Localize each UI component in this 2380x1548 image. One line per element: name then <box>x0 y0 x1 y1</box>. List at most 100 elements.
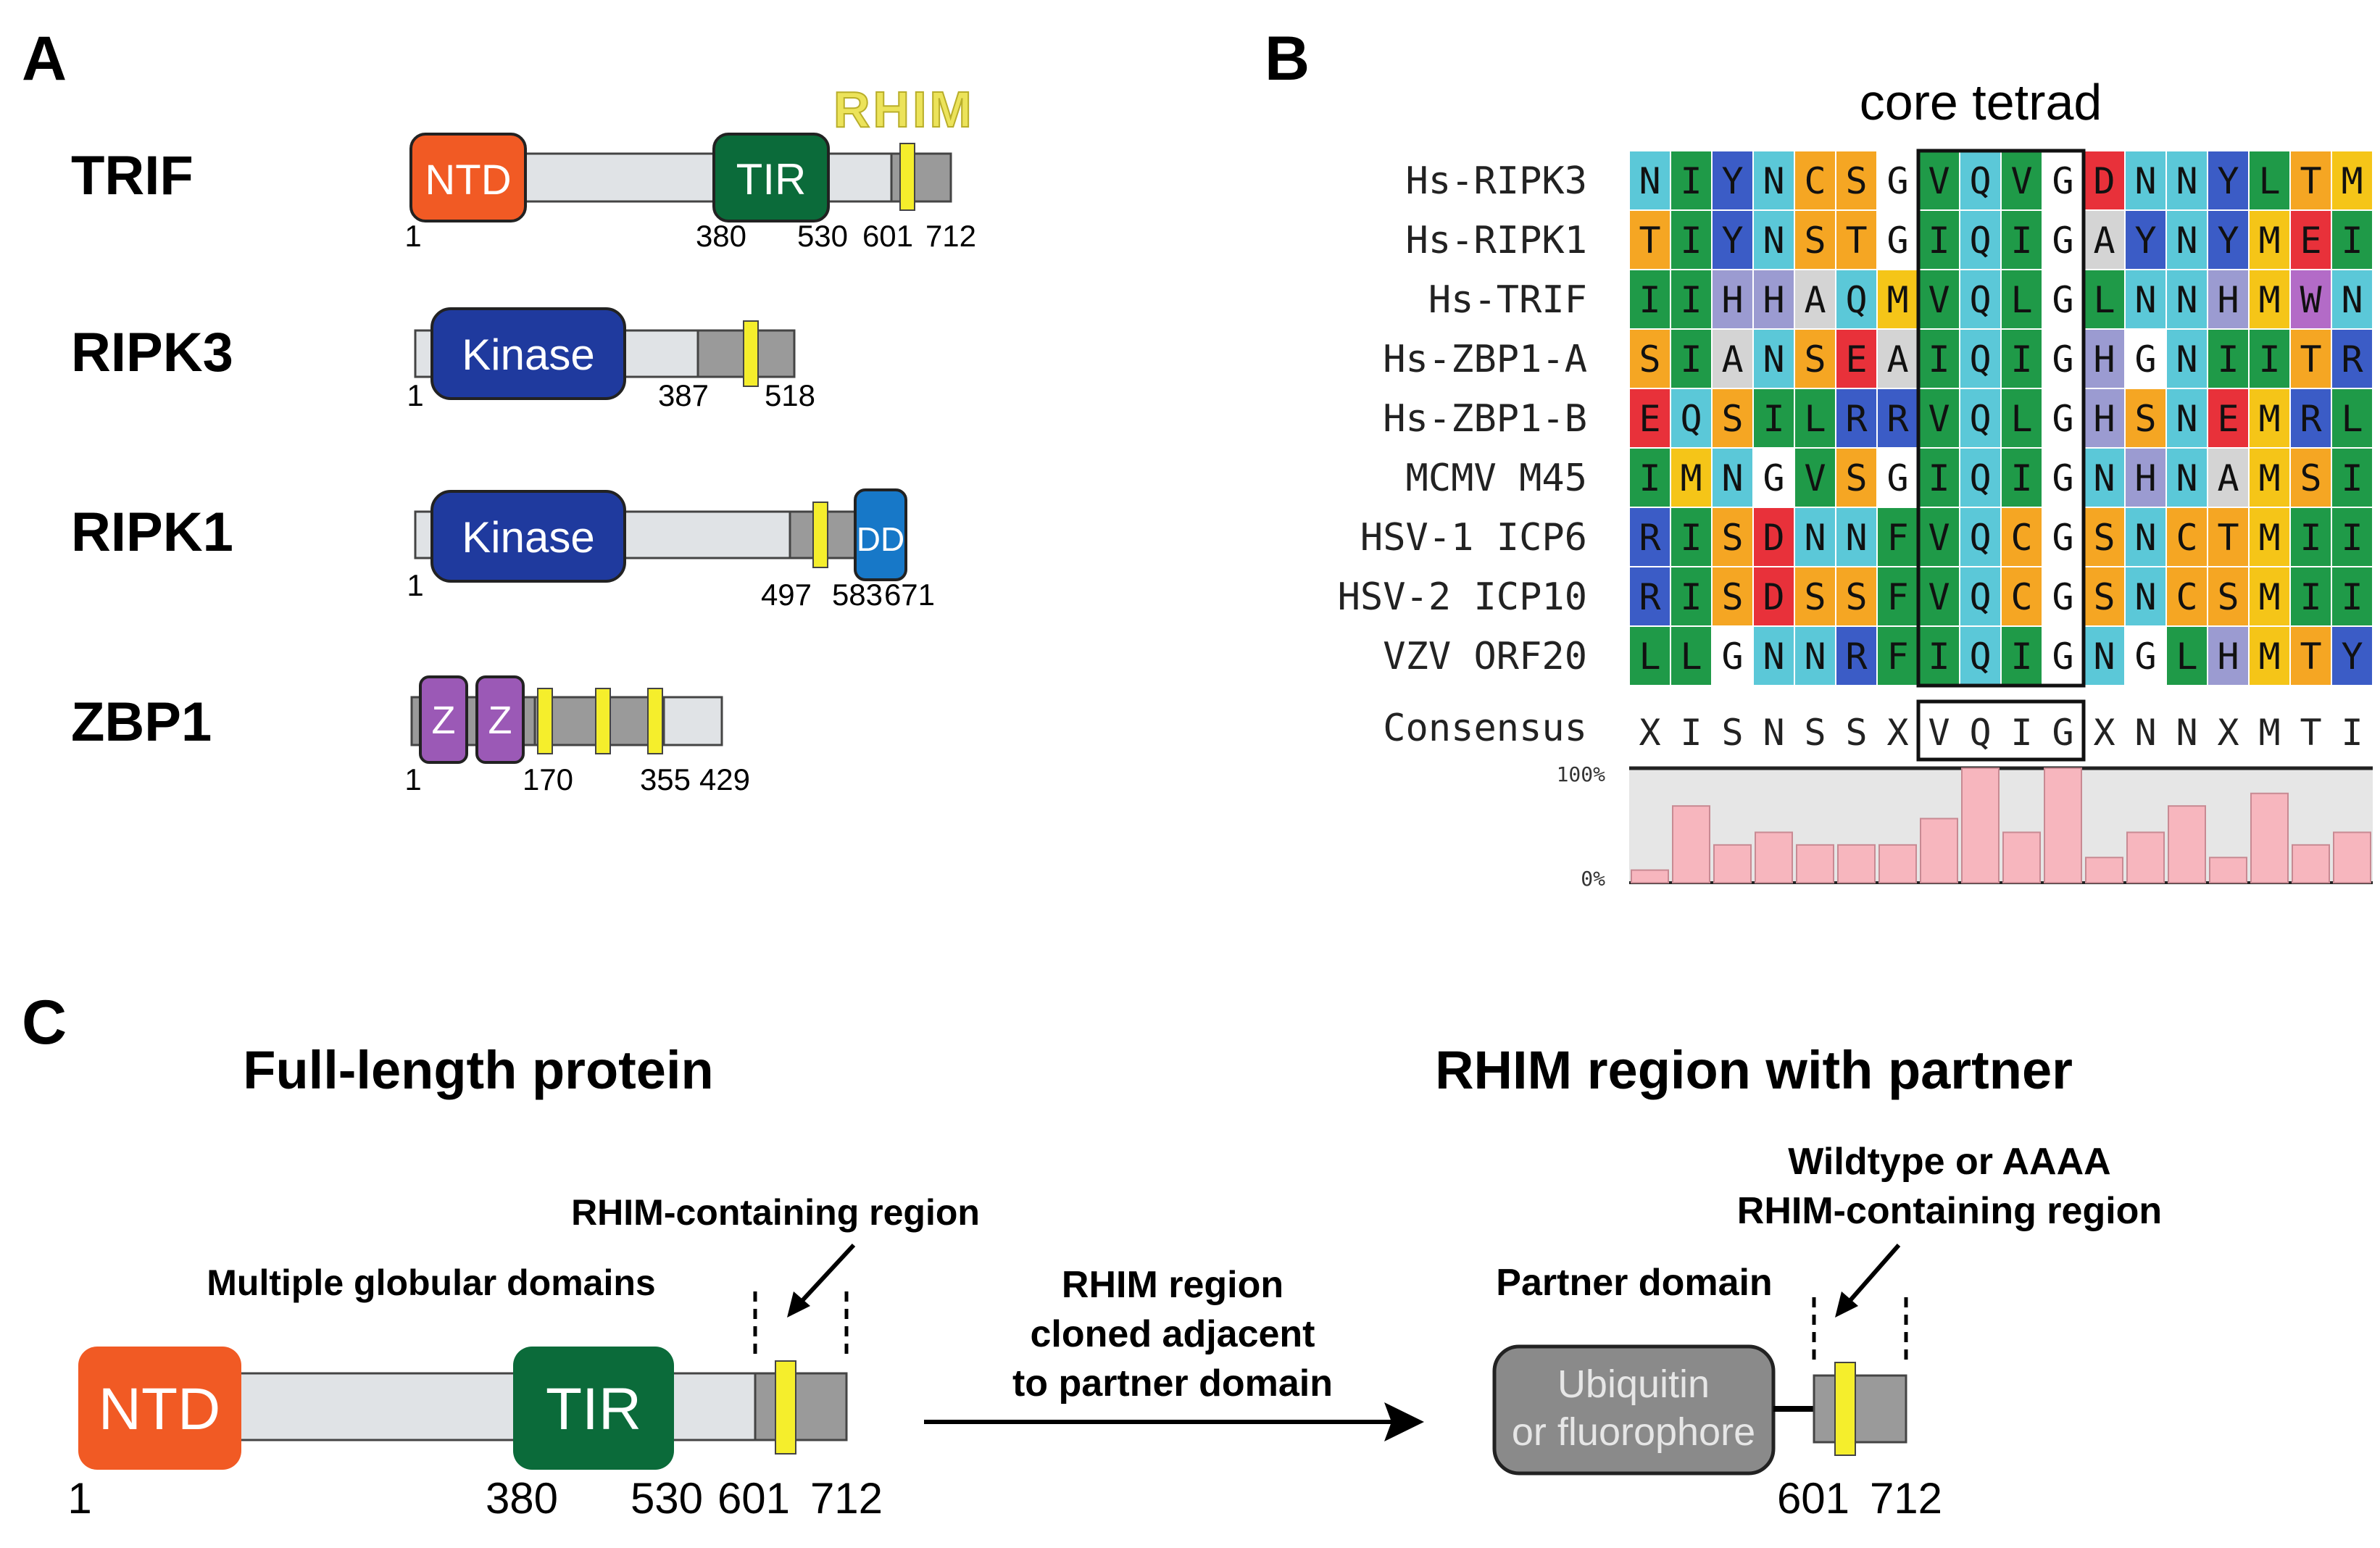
residue-letter: N <box>2176 220 2197 262</box>
alignment-cell <box>1835 150 1878 211</box>
residue-letter: S <box>1804 220 1826 262</box>
consensus-letter: N <box>2176 712 2197 754</box>
residue-letter: S <box>2300 457 2321 499</box>
alignment-cell <box>2083 269 2126 330</box>
alignment-cell <box>2207 388 2250 449</box>
residue-letter: S <box>1721 398 1743 440</box>
alignment-cell <box>1711 209 1754 270</box>
residue-letter: Y <box>2134 220 2156 262</box>
residue-letter: E <box>1845 338 1867 380</box>
residue-letter: M <box>2258 517 2280 559</box>
residue-letter: D <box>2093 160 2115 202</box>
alignment-cell <box>1959 150 2002 211</box>
consensus-letter: X <box>2217 712 2239 754</box>
trif-rhim-mark <box>899 143 915 211</box>
residue-letter: G <box>2052 220 2073 262</box>
residue-letter: I <box>1639 457 1660 499</box>
trif-tir-domain <box>712 133 830 222</box>
alignment-cell <box>2289 388 2332 449</box>
residue-letter: S <box>1845 457 1867 499</box>
residue-letter: T <box>1845 220 1867 262</box>
alignment-cell <box>2248 566 2291 627</box>
consensus-letter: I <box>2010 712 2032 754</box>
zbp1-num-355: 355 <box>640 762 691 796</box>
consensus-letter: X <box>1886 712 1908 754</box>
zbp1-z-label-1: Z <box>432 699 456 742</box>
residue-letter: I <box>2300 576 2321 618</box>
residue-letter: N <box>1804 636 1826 678</box>
alignment-cell <box>1752 269 1795 330</box>
alignment-cell <box>2331 625 2373 686</box>
residue-letter: I <box>1680 576 1702 618</box>
residue-letter: G <box>2052 160 2073 202</box>
multiple-domains-label: Multiple globular domains <box>207 1262 655 1303</box>
alignment-cell <box>1959 566 2002 627</box>
sequence-name: VZV ORF20 <box>1383 635 1587 678</box>
residue-letter: G <box>1763 457 1784 499</box>
residue-letter: V <box>1928 398 1950 440</box>
protein-name-trif: TRIF <box>71 145 194 207</box>
residue-letter: Q <box>1969 160 1991 202</box>
residue-letter: N <box>2093 636 2115 678</box>
alignment-cell <box>2000 625 2043 686</box>
rhim-pointer-arrowhead-right <box>1835 1291 1858 1318</box>
alignment-cell <box>1670 625 1713 686</box>
residue-letter: T <box>2300 160 2321 202</box>
residue-letter: S <box>1804 576 1826 618</box>
residue-letter: W <box>2300 279 2322 321</box>
alignment-cell <box>2331 566 2373 627</box>
alignment-cell <box>2248 328 2291 389</box>
ripk1-num-583: 583 <box>832 578 883 612</box>
alignment-cell <box>2248 447 2291 508</box>
residue-letter: E <box>1639 398 1660 440</box>
residue-letter: L <box>1804 398 1826 440</box>
alignment-cell <box>1628 625 1671 686</box>
rhim-partner-title: RHIM region with partner <box>1435 1040 2073 1100</box>
residue-letter: F <box>1886 517 1908 559</box>
alignment-cell <box>2207 447 2250 508</box>
residue-letter: G <box>1886 220 1908 262</box>
residue-letter: Q <box>1969 576 1991 618</box>
consensus-letter: T <box>2300 712 2321 754</box>
consensus-letter: N <box>1763 712 1784 754</box>
partner-domain-label: Partner domain <box>1496 1262 1772 1304</box>
alignment-cell <box>2042 209 2084 270</box>
sequence-names: Hs-RIPK3Hs-RIPK1Hs-TRIFHs-ZBP1-AHs-ZBP1-… <box>1338 159 1587 678</box>
consensus-letter: X <box>2093 712 2115 754</box>
alignment-cell <box>1876 269 1919 330</box>
alignment-cell <box>1670 388 1713 449</box>
alignment-cell <box>1835 625 1878 686</box>
alignment-cell <box>1628 447 1671 508</box>
arrow-text-line-1: RHIM region <box>1062 1264 1283 1306</box>
conservation-bar <box>1755 831 1793 883</box>
residue-letter: S <box>1845 576 1867 618</box>
sequence-name: HSV-2 ICP10 <box>1338 575 1587 619</box>
alignment-cell <box>2289 328 2332 389</box>
ripk1-dd-label: DD <box>857 520 904 558</box>
residue-letter: N <box>2176 457 2197 499</box>
alignment-cell <box>2289 209 2332 270</box>
residue-letter: H <box>2093 338 2115 380</box>
protein-name-ripk3: RIPK3 <box>71 322 233 383</box>
ripk1-kinase-domain <box>430 490 626 583</box>
alignment-cell <box>2331 388 2373 449</box>
alignment-cell <box>1876 447 1919 508</box>
alignment-cell <box>2165 388 2208 449</box>
conservation-bar <box>1713 844 1752 883</box>
residue-letter: V <box>1804 457 1826 499</box>
sequence-name: Hs-RIPK3 <box>1406 159 1587 203</box>
full-length-ntd-domain <box>78 1347 241 1470</box>
full-length-num-380: 380 <box>486 1474 558 1523</box>
alignment-cell <box>1835 269 1878 330</box>
residue-letter: E <box>2300 220 2321 262</box>
residue-letter: S <box>2134 398 2156 440</box>
right-rhim-region <box>1813 1374 1907 1444</box>
conservation-bar <box>2209 857 2247 883</box>
residue-letter: G <box>1886 457 1908 499</box>
alignment-cell <box>1752 209 1795 270</box>
residue-letter: I <box>1928 457 1950 499</box>
alignment-cell <box>2331 507 2373 567</box>
full-length-ntd-label: NTD <box>99 1376 221 1442</box>
